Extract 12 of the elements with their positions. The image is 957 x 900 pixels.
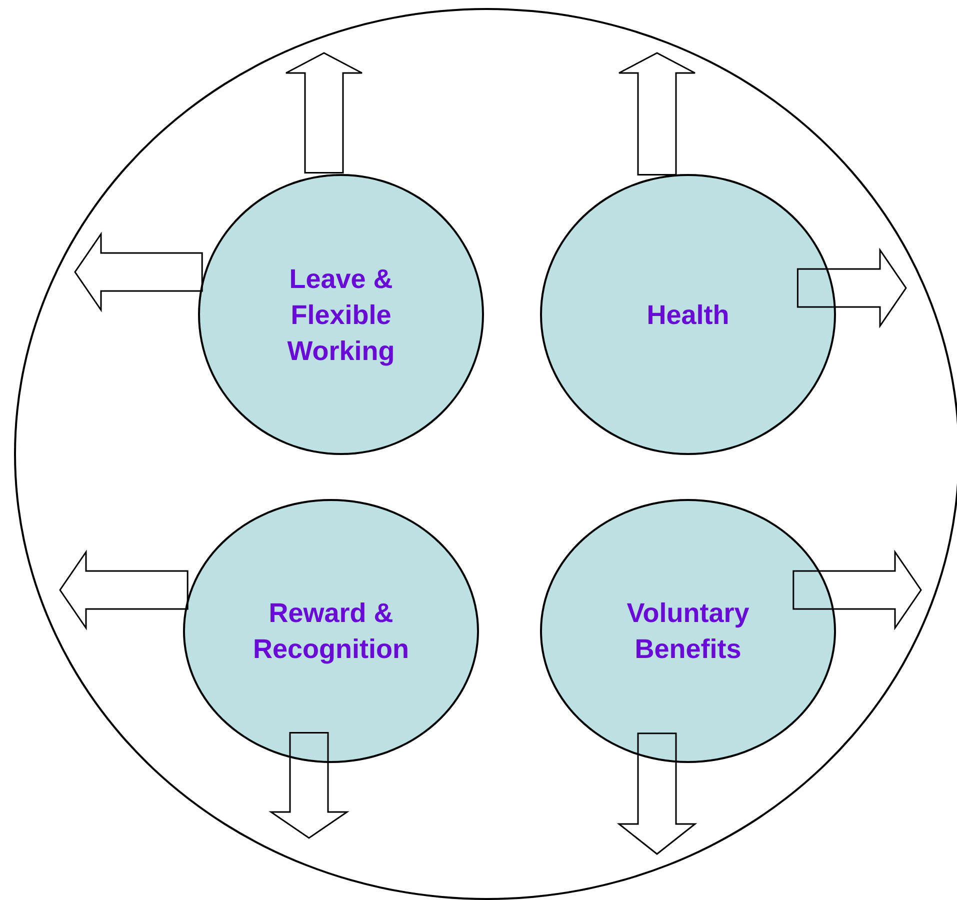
block-arrow <box>268 732 350 839</box>
block-arrow <box>616 732 698 855</box>
circle-label: Reward & Recognition <box>252 597 410 666</box>
block-arrow <box>74 232 203 312</box>
block-arrow <box>59 550 188 630</box>
block-arrow <box>618 52 696 176</box>
circle-label: Leave & Flexible Working <box>286 262 396 368</box>
block-arrow <box>792 550 922 630</box>
circle-label: Voluntary Benefits <box>626 597 750 666</box>
circle-label: Health <box>646 298 730 332</box>
block-arrow <box>796 248 907 328</box>
block-arrow <box>285 52 363 174</box>
